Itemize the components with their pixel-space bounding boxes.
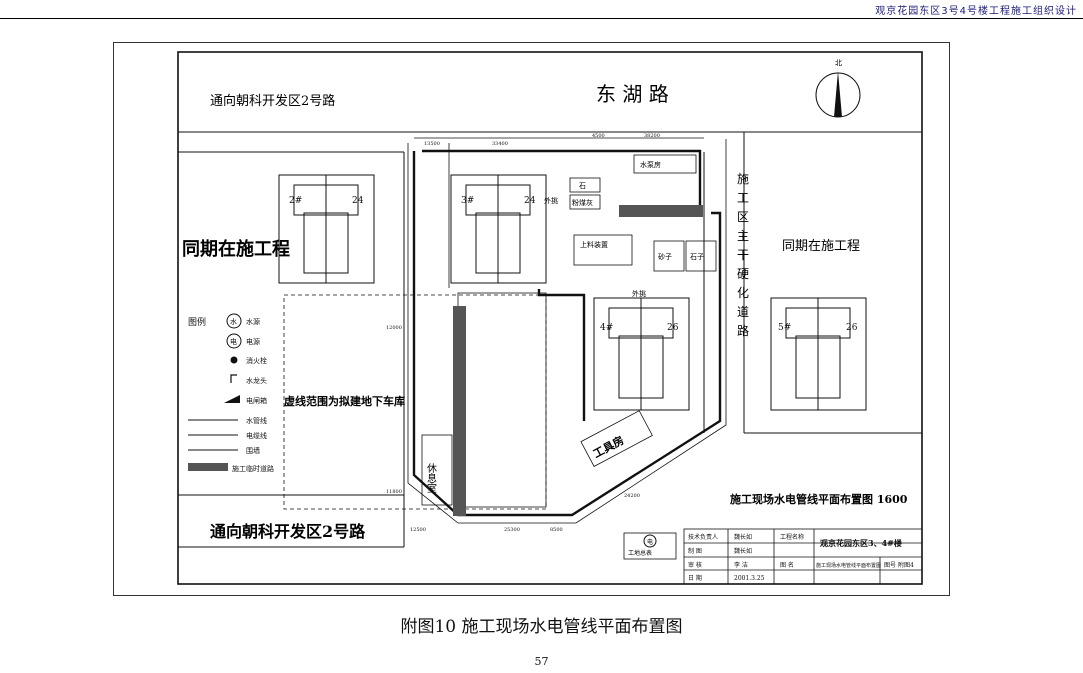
outer-scaffold-a: 外挑 — [544, 196, 558, 205]
building-floors: 26 — [667, 323, 679, 333]
dim-label: 38200 — [644, 133, 660, 139]
tb-label: 制 图 — [688, 547, 702, 555]
tb-drawing-name: 施工现场水电管线平面布置图 — [816, 562, 881, 569]
road-label-top-right: 东 湖 路 — [596, 82, 669, 106]
building-tag: 5# — [778, 323, 791, 333]
building-floors: 26 — [846, 323, 858, 333]
tb-value: 李 洁 — [734, 561, 748, 569]
tb-label: 工程名称 — [780, 533, 804, 541]
dim-label: 12500 — [410, 527, 426, 533]
legend-cable: 电缆线 — [246, 431, 267, 440]
building-tag: 3# — [461, 196, 474, 206]
building-floors: 24 — [352, 196, 364, 206]
page-header: 观京花园东区3号4号楼工程施工组织设计 — [0, 0, 1083, 19]
temp-road-horizontal — [619, 205, 703, 217]
legend-wall: 围墙 — [246, 446, 260, 455]
water-symbol-icon: 水 — [230, 317, 237, 326]
temp-road-vertical — [453, 306, 466, 516]
legend-power: 电源 — [246, 337, 260, 346]
stone-pile-label: 石 — [579, 182, 586, 190]
legend-tap: 水龙头 — [246, 376, 267, 385]
legend-box: 电闸箱 — [246, 396, 267, 405]
dim-label: 24200 — [624, 493, 640, 499]
water-electric-pipes — [412, 149, 722, 517]
water-room-label: 水泵房 — [640, 160, 661, 169]
legend-road: 施工临时道路 — [232, 464, 274, 473]
site-plan-drawing: 北 通向朝科开发区2号路 东 湖 路 通向朝科开发区2号路 同期在施工程 同期在… — [177, 51, 923, 585]
dim-label: 12000 — [386, 325, 402, 331]
right-site-label: 同期在施工程 — [782, 239, 860, 254]
flyash-label: 粉煤灰 — [572, 198, 593, 207]
building-tag: 4# — [600, 323, 613, 333]
title-block — [683, 528, 923, 585]
tb-label: 日 期 — [688, 574, 702, 582]
legend-water-pipe: 水管线 — [246, 416, 267, 425]
building-3: 3# 24 — [450, 174, 547, 284]
drawing-border — [177, 51, 923, 585]
gravel-label: 石子 — [690, 253, 704, 261]
north-arrow: 北 — [815, 59, 861, 118]
tb-value: 2001.3.25 — [734, 575, 765, 582]
legend-hydrant: 消火栓 — [246, 356, 267, 365]
site-plan-frame: 北 通向朝科开发区2号路 东 湖 路 通向朝科开发区2号路 同期在施工程 同期在… — [113, 42, 950, 596]
dim-label: 13500 — [424, 141, 440, 147]
north-label: 北 — [835, 59, 842, 67]
building-floors: 24 — [524, 196, 536, 206]
building-tag: 2# — [289, 196, 302, 206]
garage-note: 虚线范围为拟建地下车库 — [284, 394, 405, 408]
building-2: 2# 24 — [278, 174, 375, 284]
figure-caption: 附图10 施工现场水电管线平面布置图 — [400, 617, 683, 637]
tb-project: 观京花园东区3、4#楼 — [820, 538, 902, 548]
tb-label: 审 核 — [688, 561, 702, 569]
outer-scaffold-b: 外挑 — [632, 289, 646, 298]
tb-label: 技术负责人 — [688, 533, 718, 541]
building-4: 4# 26 — [593, 297, 690, 411]
road-label-bottom: 通向朝科开发区2号路 — [210, 522, 366, 541]
drawing-title: 施工现场水电管线平面布置图 1600 — [730, 492, 908, 506]
dim-label: 8500 — [550, 527, 563, 533]
meter-label: 工地总表 — [628, 549, 652, 557]
legend-water: 水源 — [246, 317, 260, 326]
road-label-top-left: 通向朝科开发区2号路 — [210, 93, 335, 109]
legend-title: 图例 — [188, 316, 206, 328]
tb-value: 附图4 — [898, 561, 914, 569]
mixer-label: 上料装置 — [580, 240, 608, 249]
tb-label: 图号 — [884, 562, 896, 569]
meter-box: 电 工地总表 — [623, 532, 677, 560]
dim-label: 25300 — [504, 527, 520, 533]
dim-label: 11800 — [386, 489, 402, 495]
legend: 图例 水 水源 电 电源 消火栓 水龙头 电闸箱 水管线 电缆线 围墙 施工临时… — [188, 313, 274, 473]
building-5: 5# 26 — [770, 297, 867, 411]
dim-label: 33400 — [492, 141, 508, 147]
sand-label: 砂子 — [658, 252, 672, 261]
tb-value: 魏长如 — [734, 533, 752, 541]
left-site-label: 同期在施工程 — [182, 238, 290, 260]
page-number: 57 — [534, 655, 549, 668]
header-title: 观京花园东区3号4号楼工程施工组织设计 — [875, 6, 1077, 17]
tb-label: 图 名 — [780, 561, 794, 569]
rest-room-label: 休息室 — [425, 463, 437, 493]
dim-label: 4500 — [592, 133, 605, 139]
tool-room-label: 工具房 — [591, 433, 627, 461]
meter-symbol-icon: 电 — [647, 538, 653, 546]
tb-value: 魏长如 — [734, 547, 752, 555]
power-symbol-icon: 电 — [230, 337, 237, 346]
vertical-road-label: 施工区主干硬化道路 — [737, 172, 749, 338]
